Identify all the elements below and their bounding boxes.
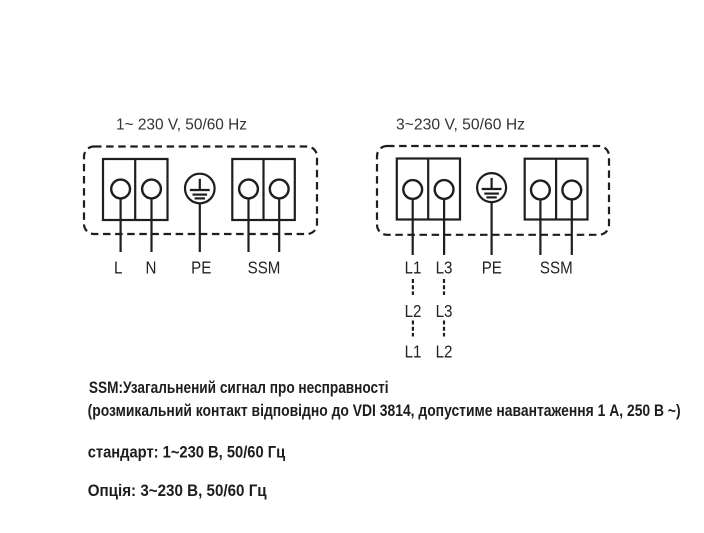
svg-text:Опція: 3~230 В, 50/60 Гц: Опція: 3~230 В, 50/60 Гц bbox=[88, 482, 267, 500]
svg-text:L1: L1 bbox=[405, 257, 422, 278]
svg-text:1~ 230 V, 50/60 Hz: 1~ 230 V, 50/60 Hz bbox=[116, 117, 247, 134]
svg-text:L2: L2 bbox=[436, 341, 453, 362]
svg-text:(розмикальний контакт відповід: (розмикальний контакт відповідно до VDI … bbox=[88, 402, 681, 420]
svg-text:PE: PE bbox=[482, 257, 502, 278]
svg-text:3~230 V, 50/60 Hz: 3~230 V, 50/60 Hz bbox=[396, 117, 525, 134]
svg-text:SSM: SSM bbox=[540, 257, 573, 278]
svg-text:L1: L1 bbox=[405, 341, 422, 362]
svg-text:SSM:Узагальнений сигнал про не: SSM:Узагальнений сигнал про несправності bbox=[89, 379, 389, 398]
svg-text:L: L bbox=[114, 257, 122, 278]
svg-text:PE: PE bbox=[191, 257, 211, 278]
svg-text:L3: L3 bbox=[436, 257, 453, 278]
svg-text:N: N bbox=[145, 257, 156, 278]
svg-text:SSM: SSM bbox=[248, 257, 281, 278]
svg-text:L3: L3 bbox=[436, 301, 453, 322]
svg-text:L2: L2 bbox=[405, 301, 422, 322]
svg-text:стандарт: 1~230 В, 50/60 Гц: стандарт: 1~230 В, 50/60 Гц bbox=[88, 444, 286, 462]
